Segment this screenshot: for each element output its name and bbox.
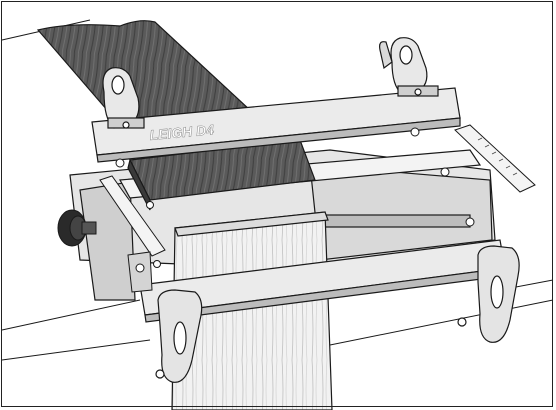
bottom-right-cam-clamp: [457, 245, 520, 343]
top-clamp-bar: LEIGH D4: [91, 87, 461, 163]
top-left-cam-clamp: [102, 67, 145, 129]
bottom-left-cam-clamp: [155, 289, 203, 383]
top-bar-bolts: [115, 127, 475, 227]
jig-logo: LEIGH D4: [149, 121, 215, 143]
side-knob: [57, 209, 97, 247]
left-bottom-bracket: [127, 251, 161, 293]
vertical-board: [171, 211, 333, 410]
side-scale-right: [454, 124, 536, 193]
horizontal-board: [36, 20, 316, 211]
top-right-cam-clamp: [379, 37, 439, 97]
side-scale-left: [99, 175, 166, 257]
